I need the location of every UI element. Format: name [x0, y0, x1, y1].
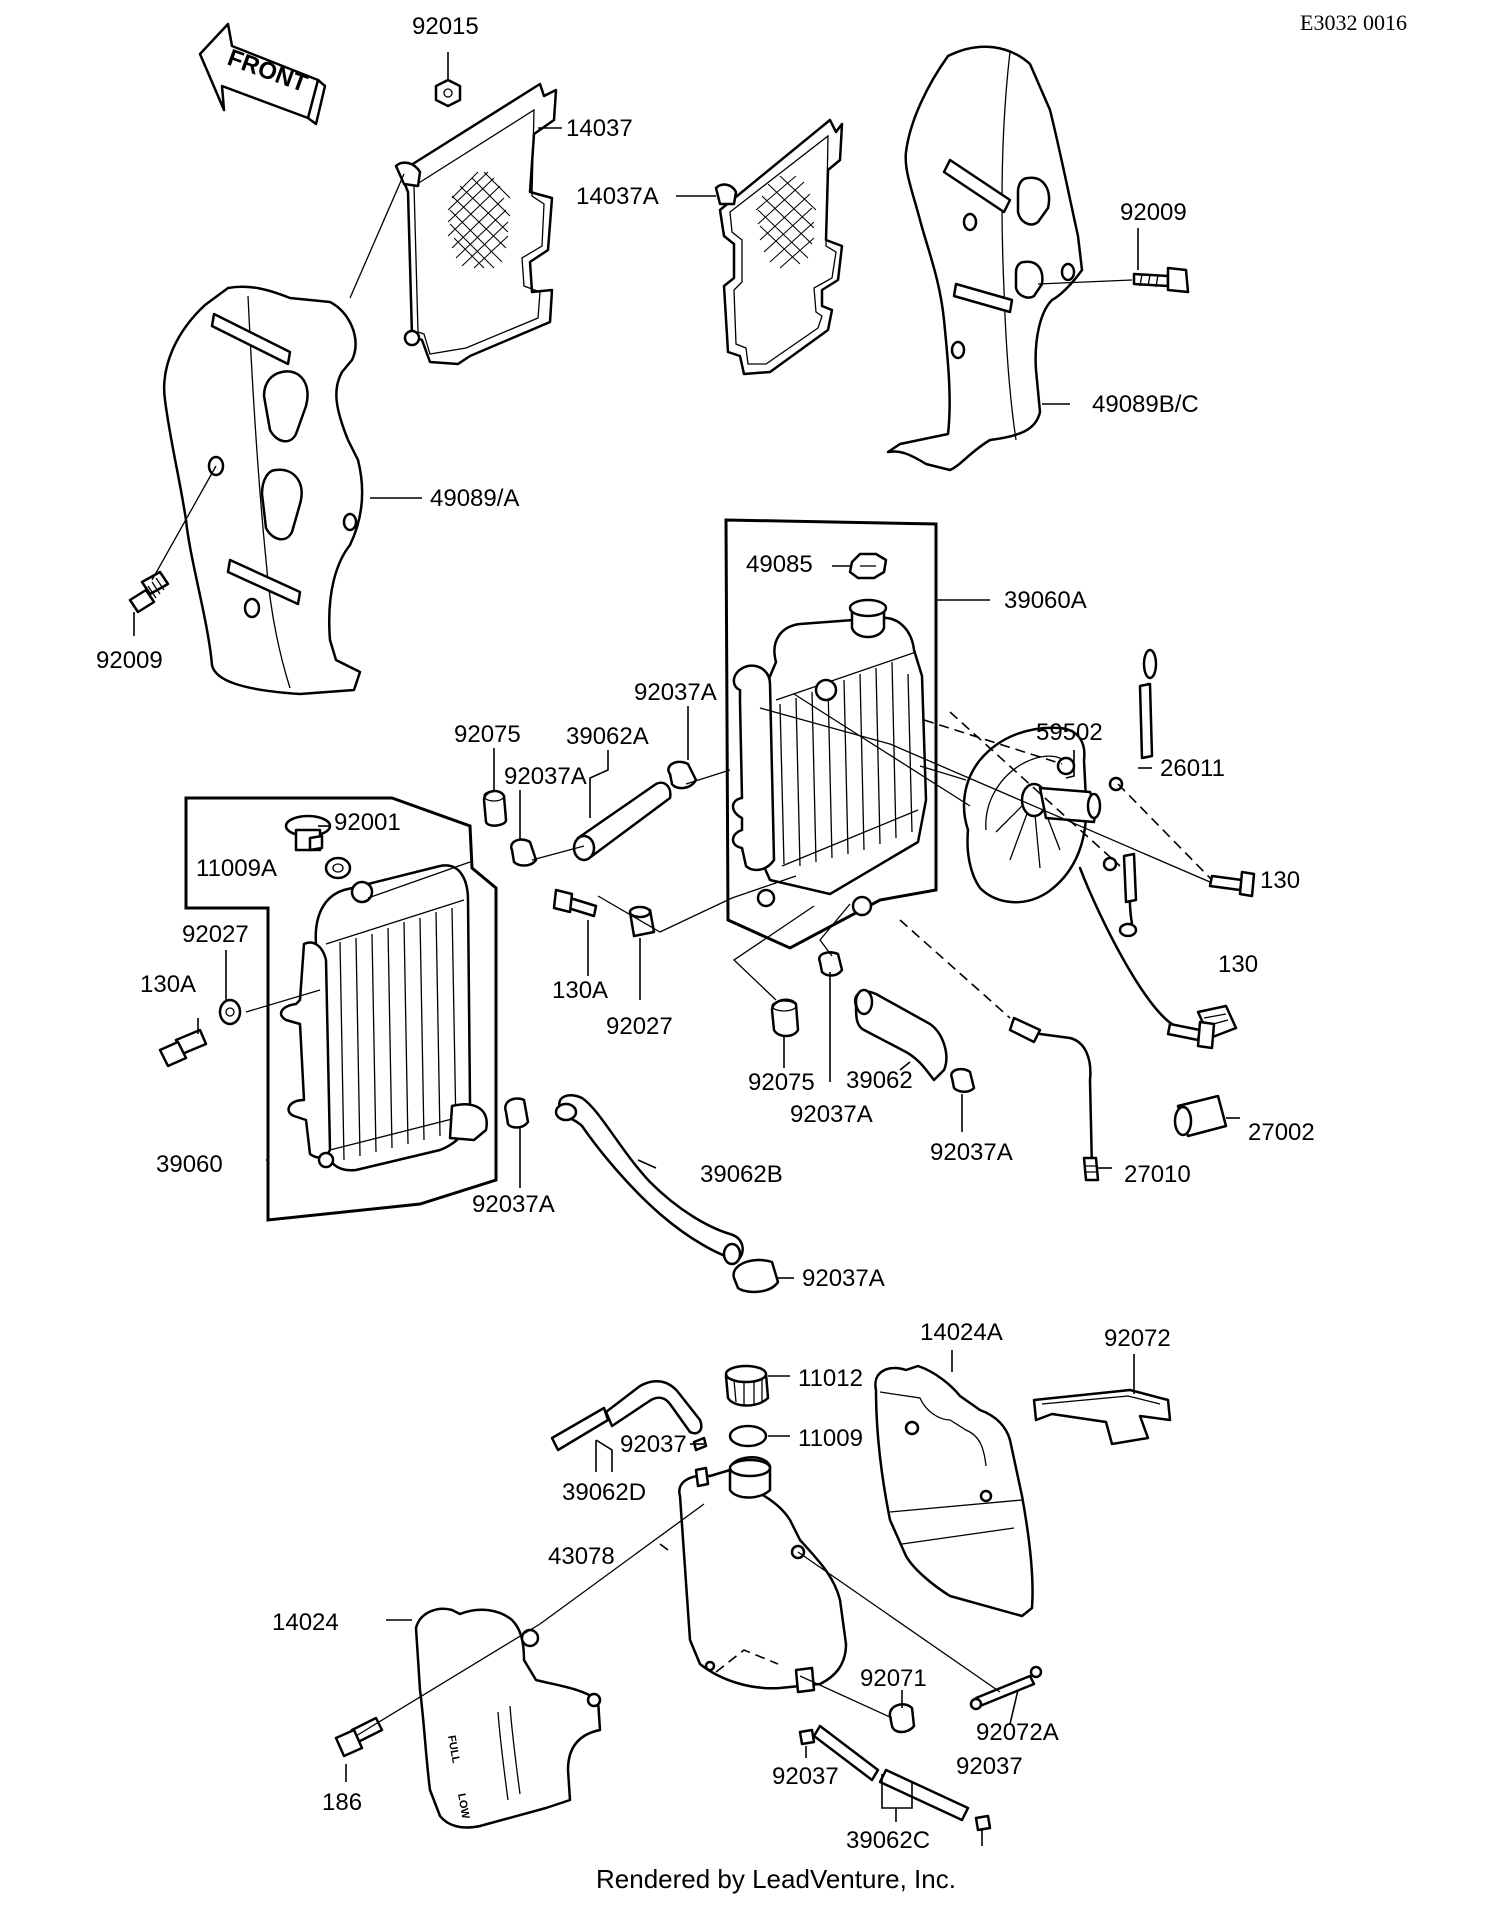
hose-clamp-92037a-left-hose — [509, 838, 538, 867]
tank-cap-11012 — [724, 1364, 770, 1407]
strap-92072a — [969, 1665, 1043, 1711]
leader-lines — [133, 52, 1240, 1846]
hose-39062a — [572, 781, 672, 862]
label-59502: 59502 — [1036, 719, 1103, 746]
label-92001: 92001 — [334, 809, 401, 836]
bracket-92072 — [1032, 1388, 1172, 1446]
label-11009: 11009 — [798, 1425, 863, 1452]
label-92037a-top: 92037A — [634, 679, 717, 706]
left-shroud-49089a — [162, 285, 364, 696]
grommet-92071 — [888, 1703, 916, 1734]
label-92071: 92071 — [860, 1665, 927, 1692]
bolt-130-lower — [1166, 1020, 1216, 1050]
label-14024: 14024 — [272, 1609, 339, 1636]
bolt-92009-right — [1132, 266, 1190, 294]
label-130-upper: 130 — [1260, 867, 1300, 894]
label-39062: 39062 — [846, 1067, 913, 1094]
label-92037a-bottom: 92037A — [802, 1265, 885, 1292]
radiator-assembly-39060 — [184, 796, 498, 1222]
hose-39062b — [554, 1094, 744, 1266]
bolt-130-upper — [1208, 870, 1256, 898]
assembly-lines — [151, 173, 1213, 1737]
label-39062b: 39062B — [700, 1161, 783, 1188]
label-92037a-hose: 92037A — [504, 763, 587, 790]
radiator-cap-49085 — [848, 552, 888, 580]
label-14037: 14037 — [566, 115, 633, 142]
label-39062d: 39062D — [562, 1479, 646, 1506]
label-43078: 43078 — [548, 1543, 615, 1570]
label-49089bc: 49089B/C — [1092, 391, 1199, 418]
label-92009-left: 92009 — [96, 647, 163, 674]
tank-cover-14024a — [874, 1364, 1034, 1618]
collar-92027-center — [628, 905, 656, 938]
reserve-tank-43078 — [678, 1456, 848, 1694]
cap-27002 — [1173, 1094, 1228, 1138]
label-92037a-bottom-left: 92037A — [472, 1191, 555, 1218]
label-92075-left: 92075 — [454, 721, 521, 748]
label-130a-center: 130A — [552, 977, 608, 1004]
label-14024a: 14024A — [920, 1319, 1003, 1346]
hose-clamp-92037a-center — [817, 951, 844, 977]
gasket-11009a — [324, 856, 352, 880]
bolt-130a-center — [552, 888, 598, 918]
label-92027-center: 92027 — [606, 1013, 673, 1040]
bolt-130a-left — [158, 1028, 208, 1068]
radiator-screen-14037 — [394, 82, 558, 366]
label-92037a-low1: 92037A — [790, 1101, 873, 1128]
label-39062a: 39062A — [566, 723, 649, 750]
collar-92027-left — [218, 998, 242, 1026]
label-130a-left: 130A — [140, 971, 196, 998]
label-92009-right: 92009 — [1120, 199, 1187, 226]
footer-credit: Rendered by LeadVenture, Inc. — [596, 1864, 956, 1894]
label-14037a: 14037A — [576, 183, 659, 210]
label-130-lower: 130 — [1218, 951, 1258, 978]
grommet-92075-center — [770, 998, 800, 1038]
label-92072: 92072 — [1104, 1325, 1171, 1352]
bolt-92009-left — [128, 570, 170, 614]
label-39060a: 39060A — [1004, 587, 1087, 614]
temperature-switch-27010 — [1008, 1016, 1100, 1182]
radiator-screen-14037a — [714, 118, 844, 376]
hose-39062 — [853, 988, 948, 1082]
hose-clamp-92037a-bottom-left — [504, 1097, 530, 1129]
label-11012: 11012 — [798, 1365, 863, 1392]
gauge-full-mark: FULL — [445, 1734, 462, 1764]
label-26011: 26011 — [1160, 755, 1225, 782]
front-arrow: FRONT — [198, 22, 327, 126]
nut-92015 — [434, 78, 462, 108]
grommet-92075-left — [482, 789, 508, 827]
label-39060: 39060 — [156, 1151, 223, 1178]
label-27010: 27010 — [1124, 1161, 1191, 1188]
label-92037a-low2: 92037A — [930, 1139, 1013, 1166]
label-92072a: 92072A — [976, 1719, 1059, 1746]
diagram-code: E3032 0016 — [1300, 10, 1407, 35]
label-49089a: 49089/A — [430, 485, 519, 512]
label-92075-center: 92075 — [748, 1069, 815, 1096]
hose-clamp-92037a-bottom — [732, 1258, 780, 1294]
radiator-assembly-39060a — [724, 518, 938, 950]
drain-plug-92001 — [284, 814, 332, 852]
label-92037-left: 92037 — [772, 1763, 839, 1790]
hose-clamp-92037-left — [798, 1728, 816, 1746]
hose-clamp-92037a-right — [950, 1067, 976, 1093]
label-49085: 49085 — [746, 551, 813, 578]
lead-wire-26011 — [1118, 648, 1158, 938]
hose-39062d — [550, 1379, 703, 1452]
label-92027-left: 92027 — [182, 921, 249, 948]
right-shroud-49089bc — [886, 45, 1084, 472]
label-27002: 27002 — [1248, 1119, 1315, 1146]
hose-clamp-92037a-top — [667, 760, 698, 790]
label-39062c: 39062C — [846, 1827, 930, 1854]
hose-clamp-92037-right — [974, 1814, 992, 1832]
label-186: 186 — [322, 1789, 362, 1816]
label-11009a: 11009A — [196, 855, 277, 882]
gasket-11009 — [728, 1424, 768, 1448]
label-92037-right: 92037 — [956, 1753, 1023, 1780]
part-labels: 92015 14037 14037A 92009 49089B/C 49089/… — [96, 13, 1315, 1854]
tank-guard-14024: FULL LOW — [414, 1607, 602, 1829]
label-92037-top: 92037 — [620, 1431, 687, 1458]
gauge-low-mark: LOW — [455, 1792, 471, 1820]
label-92015: 92015 — [412, 13, 479, 40]
